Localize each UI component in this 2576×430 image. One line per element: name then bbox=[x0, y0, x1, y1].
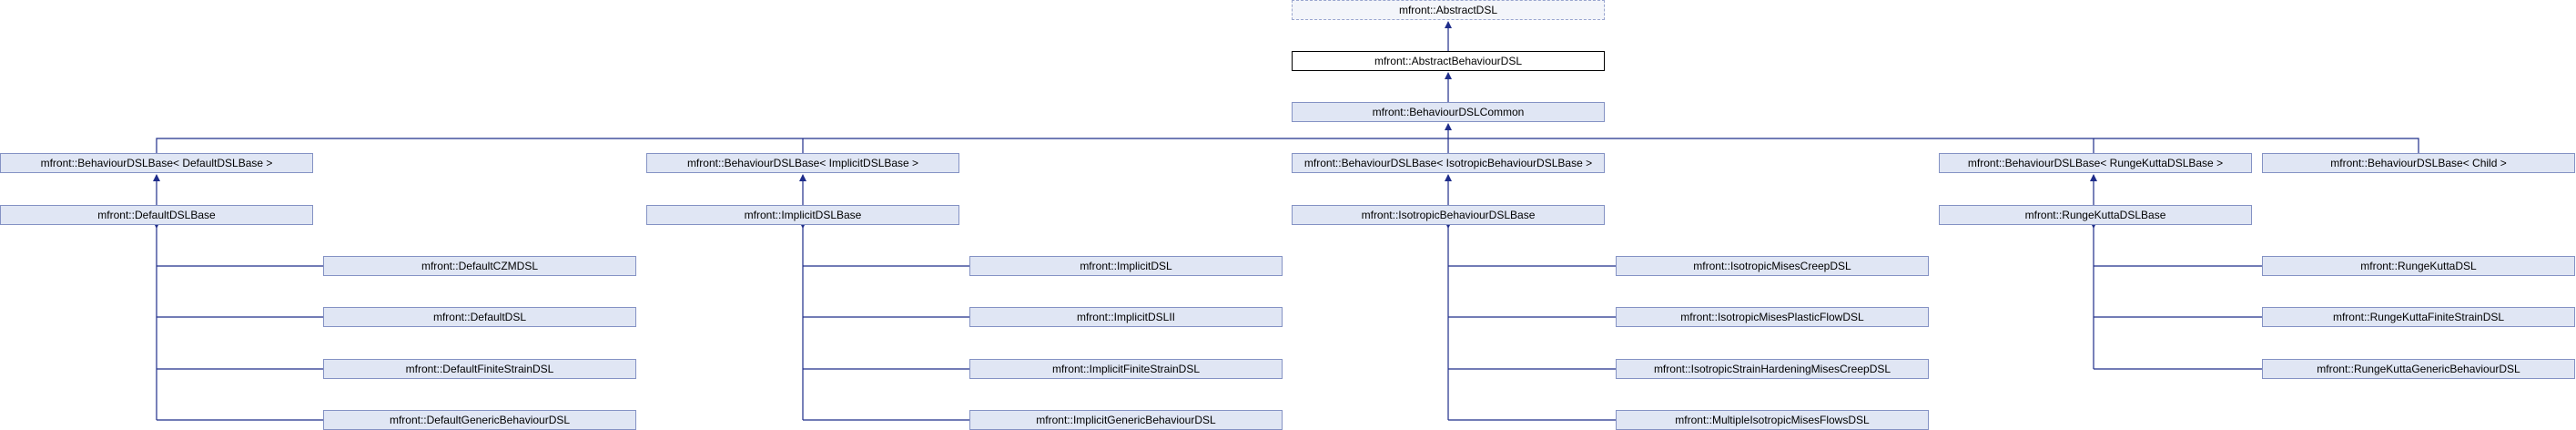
node-base-implicit[interactable]: mfront::BehaviourDSLBase< ImplicitDSLBas… bbox=[646, 153, 959, 173]
node-implicit-generic-behaviour-dsl[interactable]: mfront::ImplicitGenericBehaviourDSL bbox=[969, 410, 1283, 430]
node-default-generic-behaviour-dsl[interactable]: mfront::DefaultGenericBehaviourDSL bbox=[323, 410, 636, 430]
node-base-isotropic[interactable]: mfront::BehaviourDSLBase< IsotropicBehav… bbox=[1292, 153, 1605, 173]
node-base-rungekutta[interactable]: mfront::BehaviourDSLBase< RungeKuttaDSLB… bbox=[1939, 153, 2252, 173]
node-default-finite-strain-dsl[interactable]: mfront::DefaultFiniteStrainDSL bbox=[323, 359, 636, 379]
node-base-default[interactable]: mfront::BehaviourDSLBase< DefaultDSLBase… bbox=[0, 153, 313, 173]
edge-behaviourdslbase-to-common bbox=[156, 138, 2419, 153]
node-base-child[interactable]: mfront::BehaviourDSLBase< Child > bbox=[2262, 153, 2575, 173]
node-implicit-dsl-base[interactable]: mfront::ImplicitDSLBase bbox=[646, 205, 959, 225]
node-default-czm-dsl[interactable]: mfront::DefaultCZMDSL bbox=[323, 256, 636, 276]
node-default-dsl[interactable]: mfront::DefaultDSL bbox=[323, 307, 636, 327]
node-behaviour-dsl-common[interactable]: mfront::BehaviourDSLCommon bbox=[1292, 102, 1605, 122]
node-abstract-dsl[interactable]: mfront::AbstractDSL bbox=[1292, 0, 1605, 20]
node-isotropic-strain-hardening-mises-creep-dsl[interactable]: mfront::IsotropicStrainHardeningMisesCre… bbox=[1616, 359, 1929, 379]
node-multiple-isotropic-mises-flows-dsl[interactable]: mfront::MultipleIsotropicMisesFlowsDSL bbox=[1616, 410, 1929, 430]
node-implicit-dsl-ii[interactable]: mfront::ImplicitDSLII bbox=[969, 307, 1283, 327]
node-rungekutta-dsl[interactable]: mfront::RungeKuttaDSL bbox=[2262, 256, 2575, 276]
node-implicit-finite-strain-dsl[interactable]: mfront::ImplicitFiniteStrainDSL bbox=[969, 359, 1283, 379]
node-isotropic-mises-plastic-flow-dsl[interactable]: mfront::IsotropicMisesPlasticFlowDSL bbox=[1616, 307, 1929, 327]
node-rungekutta-finite-strain-dsl[interactable]: mfront::RungeKuttaFiniteStrainDSL bbox=[2262, 307, 2575, 327]
node-isotropic-behaviour-dsl-base[interactable]: mfront::IsotropicBehaviourDSLBase bbox=[1292, 205, 1605, 225]
node-implicit-dsl[interactable]: mfront::ImplicitDSL bbox=[969, 256, 1283, 276]
node-isotropic-mises-creep-dsl[interactable]: mfront::IsotropicMisesCreepDSL bbox=[1616, 256, 1929, 276]
node-abstract-behaviour-dsl: mfront::AbstractBehaviourDSL bbox=[1292, 51, 1605, 71]
node-rungekutta-dsl-base[interactable]: mfront::RungeKuttaDSLBase bbox=[1939, 205, 2252, 225]
node-default-dsl-base[interactable]: mfront::DefaultDSLBase bbox=[0, 205, 313, 225]
node-rungekutta-generic-behaviour-dsl[interactable]: mfront::RungeKuttaGenericBehaviourDSL bbox=[2262, 359, 2575, 379]
